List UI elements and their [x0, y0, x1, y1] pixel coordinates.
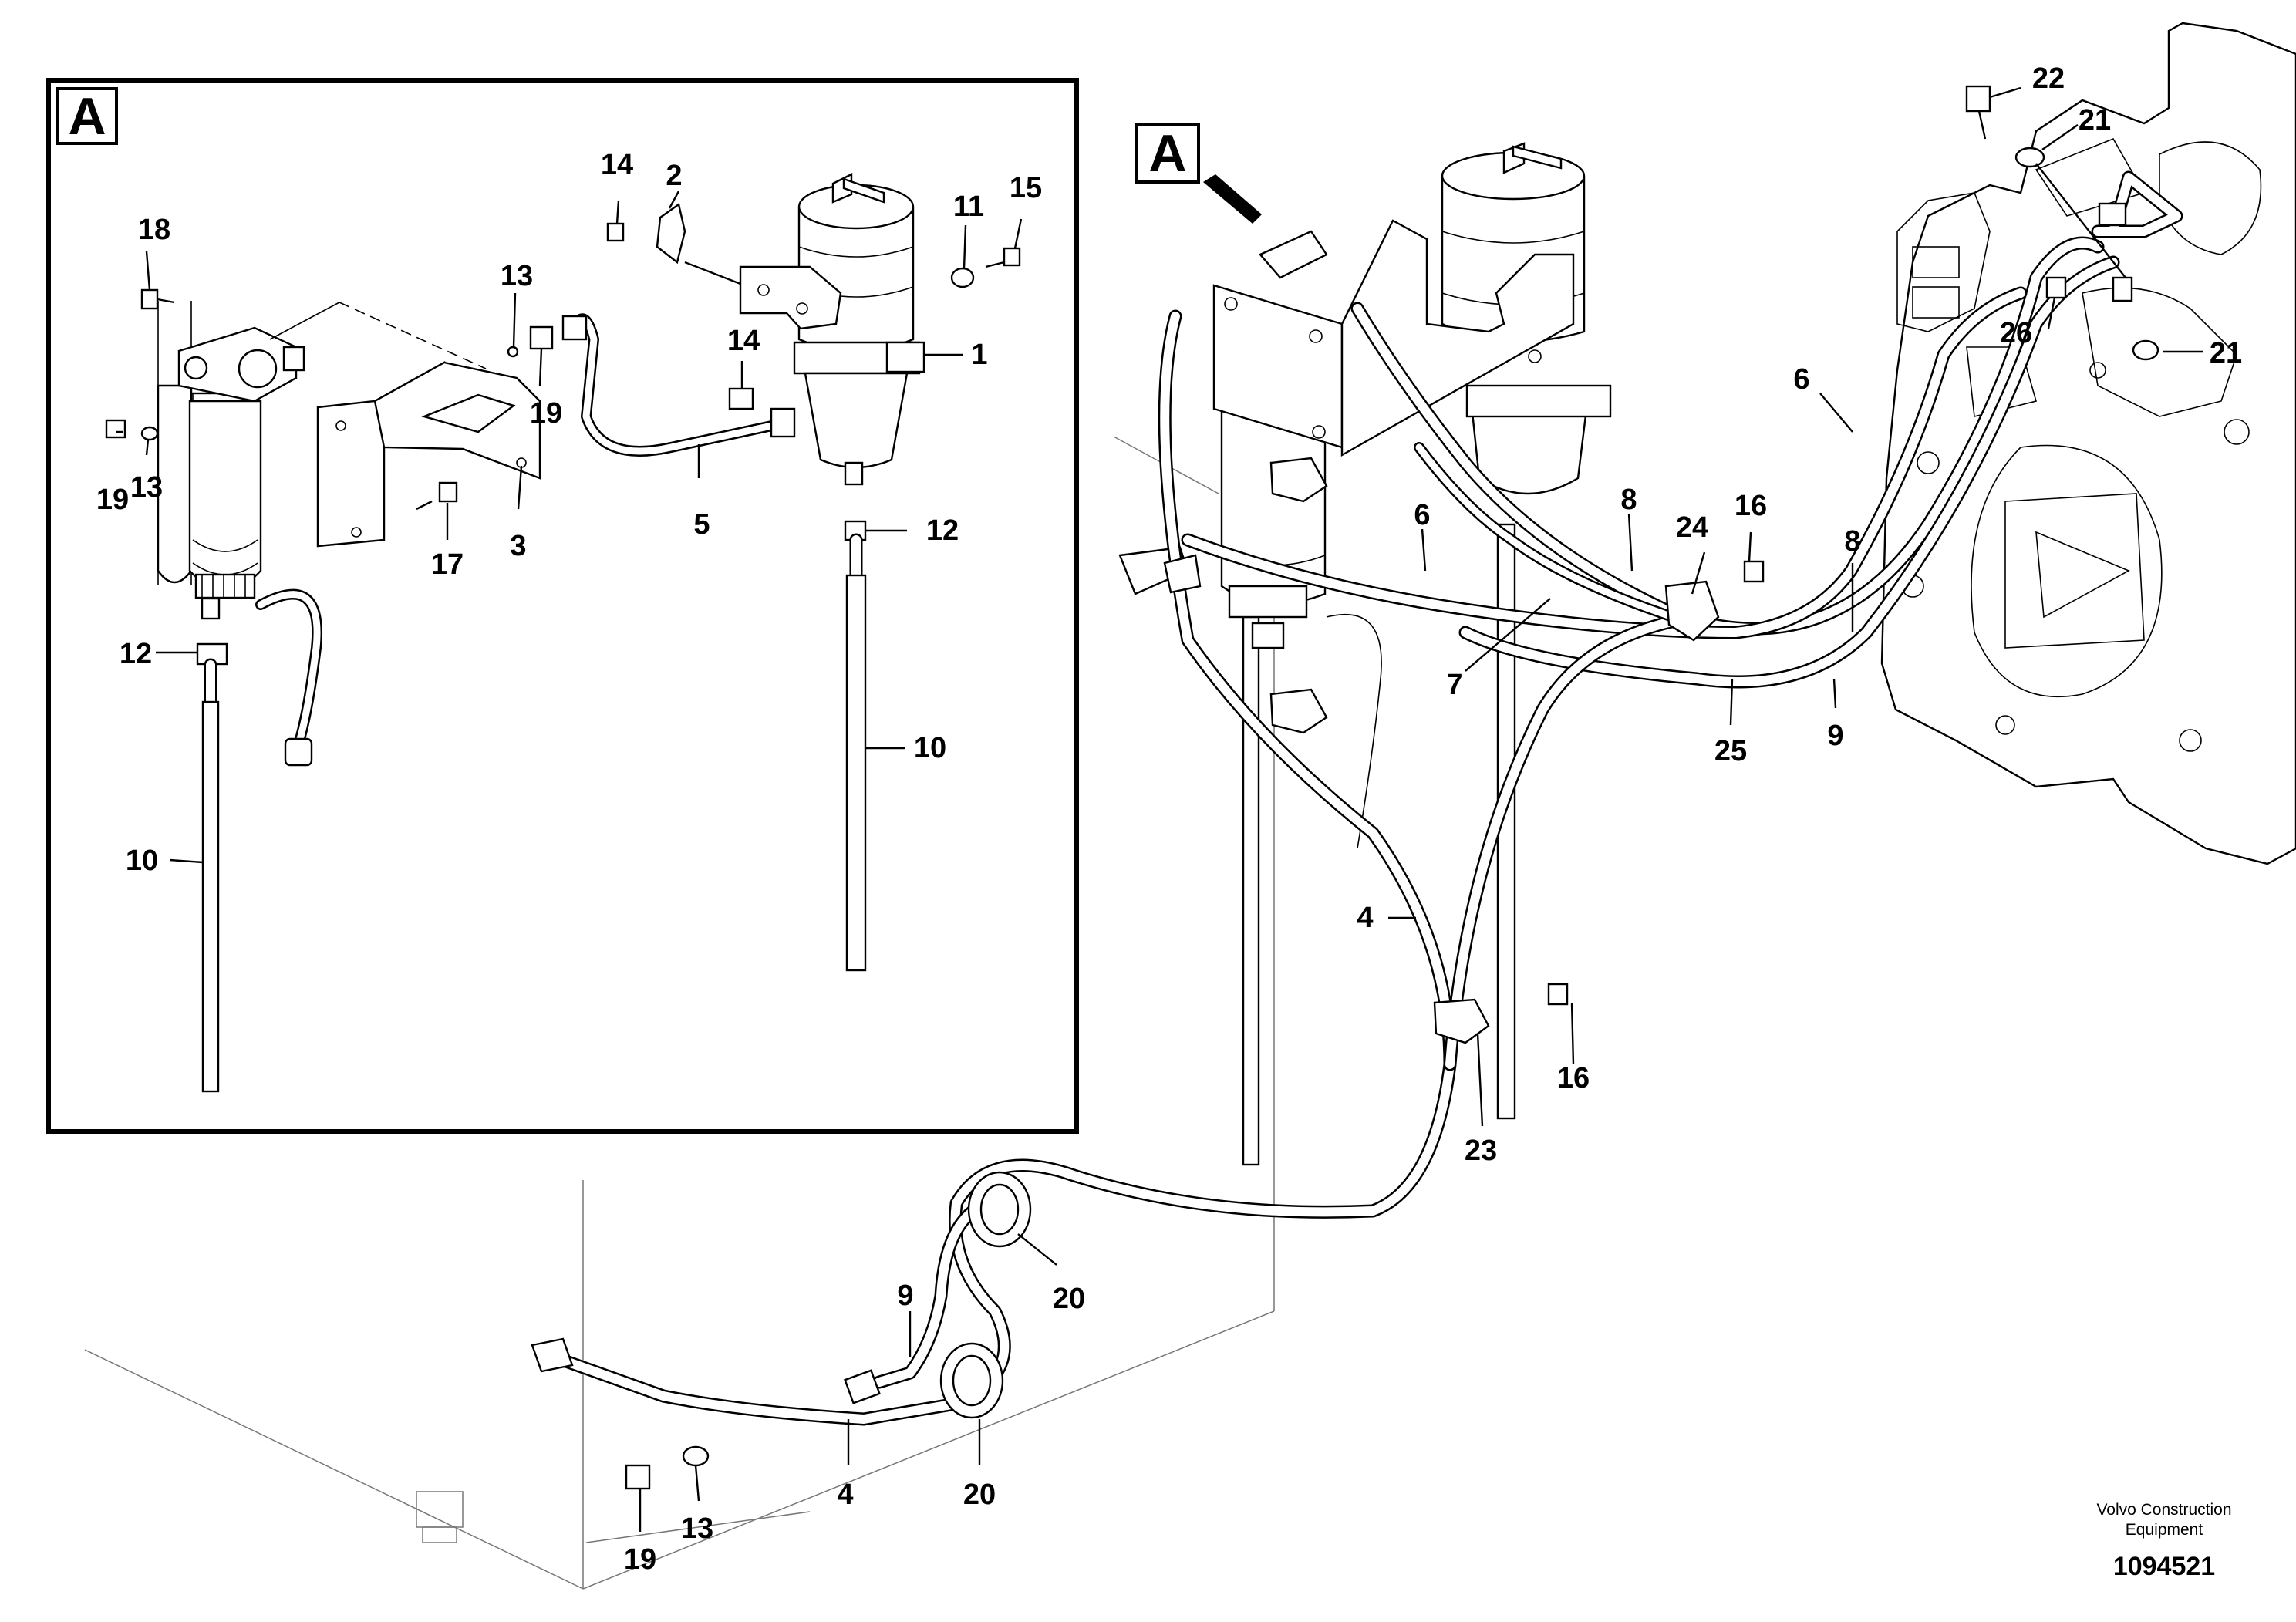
- detail-letter-box: [56, 87, 118, 145]
- callout-9: 9: [1827, 720, 1843, 752]
- callout-13: 13: [681, 1512, 713, 1545]
- detail-left-filter: [105, 288, 487, 1093]
- callout-2: 2: [666, 160, 682, 192]
- callout-6: 6: [1793, 363, 1809, 396]
- callout-20: 20: [1053, 1283, 1085, 1315]
- callout-10b: 10: [914, 732, 946, 764]
- main-callout-labels: 22 21 26 21 6 6 8 24 16 8 7 25 9 4 16 23…: [624, 62, 2242, 1576]
- main-filter-assembly: [1118, 142, 1612, 1166]
- callout-19b: 19: [530, 397, 562, 430]
- detail-main-filter: [739, 173, 1021, 972]
- callout-4b: 4: [837, 1479, 853, 1511]
- footer: Volvo Construction Equipment 1094521: [2096, 1501, 2231, 1581]
- callout-22: 22: [2032, 62, 2065, 95]
- engine-block: [1880, 22, 2296, 865]
- callout-23: 23: [1465, 1135, 1497, 1167]
- callout-17: 17: [431, 548, 464, 581]
- detail-callout-labels: 18 19 13 12 10 17 3 13 19 14 2 5 14 11 1…: [96, 149, 1042, 877]
- callout-21b: 21: [2210, 337, 2242, 369]
- callout-16b: 16: [1557, 1062, 1590, 1094]
- callout-15: 15: [1010, 172, 1042, 204]
- callout-26: 26: [2000, 317, 2032, 349]
- detail-letter: A: [68, 87, 106, 146]
- callout-7: 7: [1446, 669, 1462, 701]
- callout-24: 24: [1676, 511, 1708, 544]
- callout-8b: 8: [1844, 525, 1860, 558]
- view-letter-box: [1135, 123, 1200, 184]
- callout-1: 1: [971, 339, 987, 371]
- callout-9b: 9: [897, 1280, 913, 1312]
- document-number: 1094521: [2113, 1552, 2215, 1581]
- callout-18: 18: [138, 214, 170, 246]
- detail-leaders: [116, 191, 1023, 864]
- credit-line-1: Volvo Construction: [2096, 1501, 2231, 1519]
- callout-6b: 6: [1414, 499, 1430, 531]
- detail-bracket: [316, 360, 541, 548]
- callout-25: 25: [1714, 735, 1747, 767]
- callout-8: 8: [1620, 484, 1637, 516]
- callout-14: 14: [601, 149, 633, 181]
- callout-13: 13: [130, 471, 163, 504]
- callout-14b: 14: [727, 325, 760, 357]
- callout-12: 12: [120, 638, 152, 670]
- main-view-letter: A: [1135, 123, 1262, 224]
- credit-line-2: Equipment: [2126, 1521, 2203, 1539]
- callout-3: 3: [510, 530, 526, 562]
- callout-10: 10: [126, 845, 158, 877]
- main-leaders: [639, 86, 2203, 1532]
- callout-11: 11: [953, 191, 984, 223]
- main-hoses: [531, 85, 2183, 1490]
- callout-21: 21: [2079, 104, 2111, 137]
- callout-5: 5: [693, 508, 710, 541]
- callout-4: 4: [1357, 902, 1373, 934]
- callout-12b: 12: [926, 514, 959, 547]
- detail-hose-5: [507, 202, 796, 457]
- tank-outline: [84, 436, 1275, 1590]
- callout-19: 19: [624, 1543, 656, 1576]
- callout-20b: 20: [963, 1479, 996, 1511]
- view-letter: A: [1148, 124, 1186, 183]
- callout-19: 19: [96, 484, 129, 516]
- callout-13b: 13: [501, 260, 533, 292]
- callout-16: 16: [1735, 490, 1767, 522]
